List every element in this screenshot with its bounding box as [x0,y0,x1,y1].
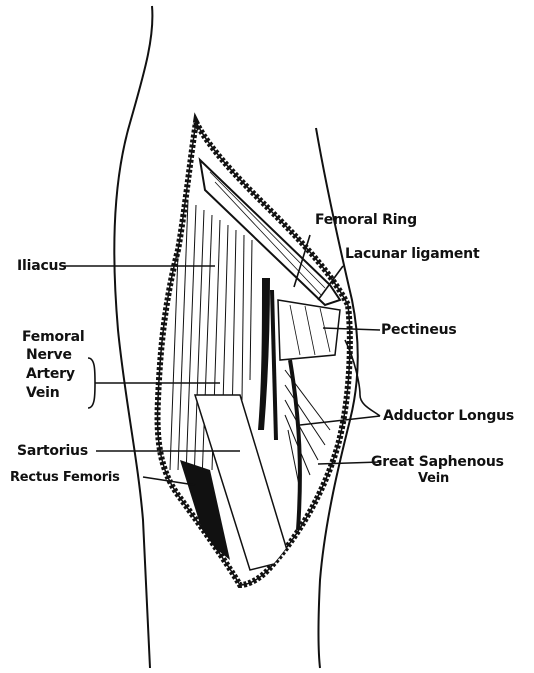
adductor-longus-hatching [285,370,330,490]
pectineus-muscle [278,300,340,360]
label-nerve: Nerve [26,347,72,364]
label-femoral: Femoral [22,329,84,346]
label-iliacus: Iliacus [17,258,66,275]
label-lacunar-ligament: Lacunar ligament [345,246,479,263]
femoral-artery-shape [258,278,270,430]
label-sartorius: Sartorius [17,443,88,460]
label-vein-femoral: Vein [26,385,60,402]
label-rectus-femoris: Rectus Femoris [10,471,120,485]
label-artery: Artery [26,366,75,383]
thigh-outline-right [316,128,358,668]
label-adductor-longus: Adductor Longus [383,408,514,425]
femoral-vein-shape [272,290,276,440]
label-pectineus: Pectineus [381,322,457,339]
label-great-saphenous: Great Saphenous [371,454,504,471]
label-vein-saphenous: Vein [418,472,449,486]
label-femoral-ring: Femoral Ring [315,212,417,229]
thigh-outline-left [114,6,152,668]
